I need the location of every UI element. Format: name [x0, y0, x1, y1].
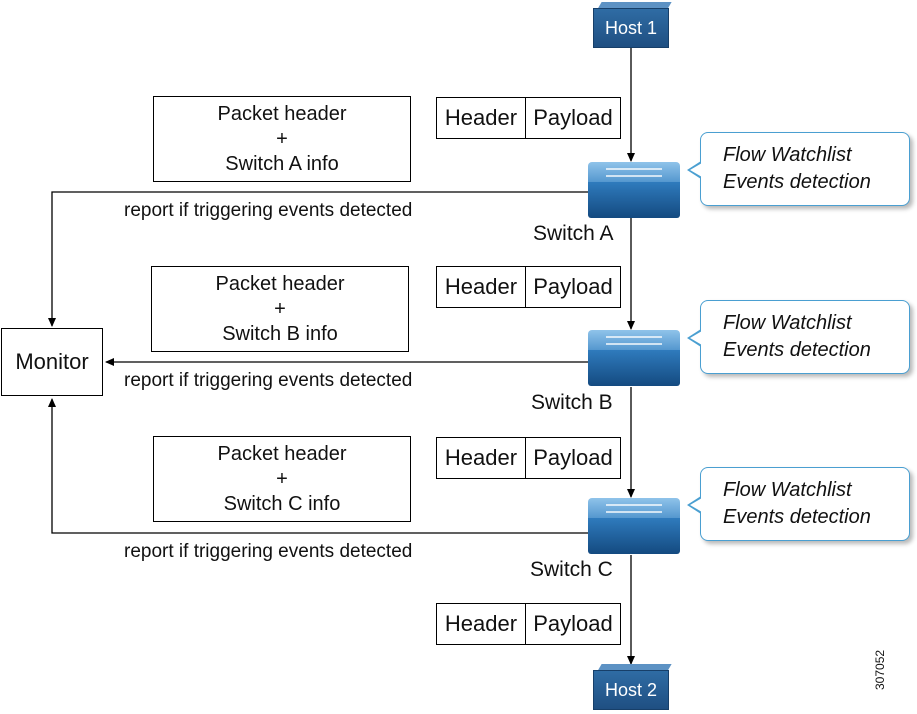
- switch-c-icon: [588, 498, 680, 554]
- switch-b-icon: [588, 330, 680, 386]
- packet-2: Header Payload: [436, 266, 621, 308]
- packet-4: Header Payload: [436, 603, 621, 645]
- report-text-a: report if triggering events detected: [124, 200, 413, 221]
- callout-line-1: Flow Watchlist: [723, 144, 852, 166]
- info-line-1: Packet header: [217, 102, 347, 125]
- switch-b-label: Switch B: [531, 391, 613, 414]
- callout-line-2: Events detection: [723, 339, 871, 361]
- monitor-box: Monitor: [1, 328, 103, 396]
- switch-c-info-box: Packet header + Switch C info: [153, 436, 411, 522]
- host-2: Host 2: [593, 664, 672, 710]
- packet-payload-cell: Payload: [533, 445, 613, 470]
- callout-switch-c: Flow Watchlist Events detection: [687, 467, 910, 541]
- report-text-c: report if triggering events detected: [124, 541, 413, 562]
- report-text-b: report if triggering events detected: [124, 370, 413, 391]
- callout-line-2: Events detection: [723, 506, 871, 528]
- host-2-label: Host 2: [604, 679, 658, 700]
- info-line-1: Packet header: [215, 272, 345, 295]
- switch-a-label: Switch A: [533, 222, 614, 245]
- callout-line-1: Flow Watchlist: [723, 312, 852, 334]
- packet-header-cell: Header: [437, 267, 526, 307]
- packet-1: Header Payload: [436, 97, 621, 139]
- info-line-3: Switch A info: [225, 152, 339, 175]
- callout-line-2: Events detection: [723, 171, 871, 193]
- packet-header-cell: Header: [437, 98, 526, 138]
- callout-line-1: Flow Watchlist: [723, 479, 852, 501]
- packet-payload-cell: Payload: [533, 274, 613, 299]
- callout-switch-b: Flow Watchlist Events detection: [687, 300, 910, 374]
- switch-a-info-box: Packet header + Switch A info: [153, 96, 411, 182]
- switch-a-icon: [588, 162, 680, 218]
- packet-header-cell: Header: [437, 604, 526, 644]
- info-plus: +: [276, 467, 288, 490]
- switch-b-info-box: Packet header + Switch B info: [151, 266, 409, 352]
- info-plus: +: [276, 127, 288, 150]
- figure-id: 307052: [873, 649, 887, 690]
- host-1: Host 1: [593, 2, 672, 48]
- packet-header-cell: Header: [437, 438, 526, 478]
- callout-switch-a: Flow Watchlist Events detection: [687, 132, 910, 206]
- info-line-3: Switch B info: [222, 322, 338, 345]
- packet-payload-cell: Payload: [533, 105, 613, 130]
- info-line-1: Packet header: [217, 442, 347, 465]
- switch-c-label: Switch C: [530, 558, 613, 581]
- packet-payload-cell: Payload: [533, 611, 613, 636]
- report-line-switch-c: [48, 398, 588, 534]
- info-line-3: Switch C info: [223, 492, 341, 515]
- info-plus: +: [274, 297, 286, 320]
- host-1-label: Host 1: [604, 17, 658, 38]
- packet-3: Header Payload: [436, 437, 621, 479]
- report-line-switch-a: [48, 191, 588, 327]
